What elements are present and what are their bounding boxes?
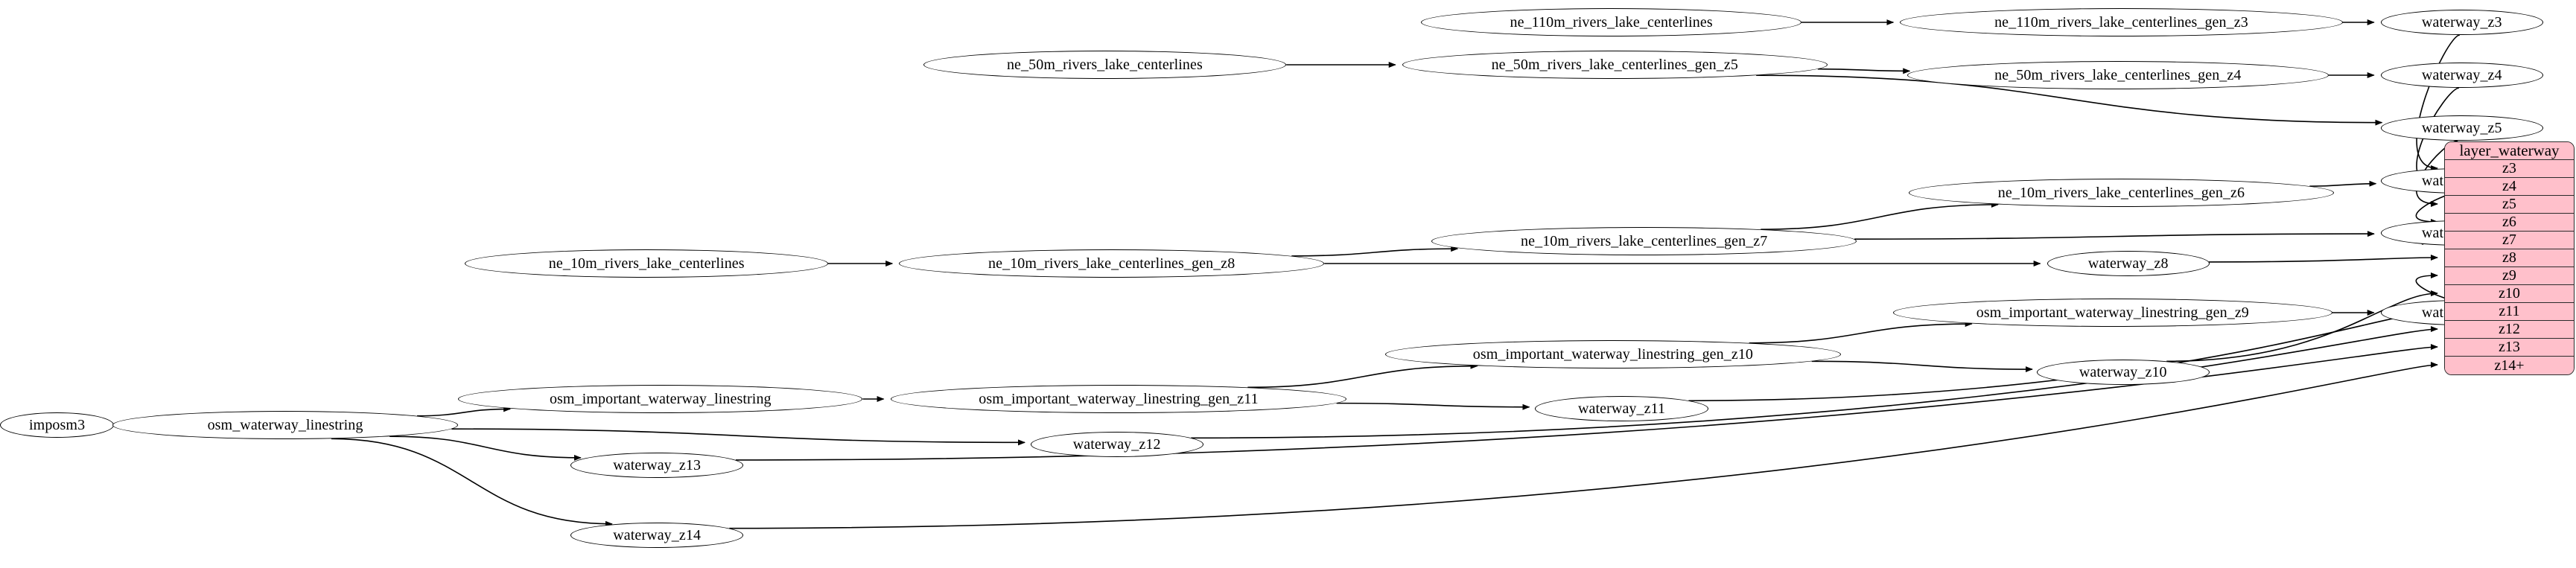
graph-node-osm-important-waterway-linestring-gen-z11[interactable]: osm_important_waterway_linestring_gen_z1… [890, 385, 1347, 413]
record-row-z12[interactable]: z12 [2445, 321, 2574, 339]
graph-edge [1761, 201, 1999, 230]
graph-edge [1854, 231, 2375, 240]
graph-edge [1811, 360, 2033, 373]
record-row-z4[interactable]: z4 [2445, 178, 2574, 196]
graph-edge [735, 344, 2438, 461]
graph-node-waterway-z8[interactable]: waterway_z8 [2047, 251, 2210, 276]
graph-node-ne-10m-rivers-lake-centerlines-gen-z6[interactable]: ne_10m_rivers_lake_centerlines_gen_z6 [1908, 179, 2334, 207]
graph-node-waterway-z11[interactable]: waterway_z11 [1535, 396, 1708, 421]
graph-node-waterway-z13[interactable]: waterway_z13 [570, 453, 744, 478]
graph-node-ne-10m-rivers-lake-centerlines-gen-z8[interactable]: ne_10m_rivers_lake_centerlines_gen_z8 [899, 249, 1325, 278]
record-title: layer_waterway [2445, 142, 2574, 160]
graph-node-osm-important-waterway-linestring[interactable]: osm_important_waterway_linestring [458, 385, 863, 413]
record-row-z3[interactable]: z3 [2445, 160, 2574, 178]
record-row-z14plus[interactable]: z14+ [2445, 357, 2574, 374]
record-row-z10[interactable]: z10 [2445, 285, 2574, 303]
graph-node-waterway-z10[interactable]: waterway_z10 [2036, 360, 2210, 385]
graph-node-ne-110m-rivers-lake-centerlines-gen-z3[interactable]: ne_110m_rivers_lake_centerlines_gen_z3 [1900, 8, 2343, 36]
graph-edge [2416, 34, 2461, 171]
record-row-z9[interactable]: z9 [2445, 267, 2574, 285]
graph-node-waterway-z3[interactable]: waterway_z3 [2380, 10, 2543, 35]
graph-edge [389, 435, 582, 461]
graph-node-waterway-z5[interactable]: waterway_z5 [2380, 115, 2543, 141]
graph-edge [1191, 326, 2438, 439]
graph-node-ne-50m-rivers-lake-centerlines-gen-z5[interactable]: ne_50m_rivers_lake_centerlines_gen_z5 [1402, 51, 1828, 79]
graph-edge [417, 406, 512, 417]
graph-edge [1817, 68, 1911, 74]
graph-node-waterway-z14[interactable]: waterway_z14 [570, 523, 744, 548]
graph-edge [1247, 363, 1478, 389]
record-row-z7[interactable]: z7 [2445, 232, 2574, 249]
record-row-z6[interactable]: z6 [2445, 214, 2574, 232]
graph-node-waterway-z4[interactable]: waterway_z4 [2380, 63, 2543, 88]
record-row-z13[interactable]: z13 [2445, 339, 2574, 357]
graph-edge [1291, 246, 1459, 257]
graph-node-ne-10m-rivers-lake-centerlines-gen-z7[interactable]: ne_10m_rivers_lake_centerlines_gen_z7 [1431, 227, 1857, 255]
graph-edge [331, 438, 613, 527]
record-row-z5[interactable]: z5 [2445, 196, 2574, 214]
graph-edge [729, 362, 2438, 529]
graph-node-ne-50m-rivers-lake-centerlines-gen-z4[interactable]: ne_50m_rivers_lake_centerlines_gen_z4 [1906, 61, 2329, 89]
graph-node-ne-110m-rivers-lake-centerlines[interactable]: ne_110m_rivers_lake_centerlines [1421, 8, 1801, 36]
graph-node-osm-important-waterway-linestring-gen-z9[interactable]: osm_important_waterway_linestring_gen_z9 [1893, 299, 2332, 327]
record-row-z8[interactable]: z8 [2445, 249, 2574, 267]
graph-node-imposm3[interactable]: imposm3 [0, 412, 115, 438]
graph-edge [1756, 74, 2383, 126]
graph-edge [2309, 180, 2377, 187]
graph-edge [1336, 402, 1530, 410]
graph-node-ne-50m-rivers-lake-centerlines[interactable]: ne_50m_rivers_lake_centerlines [923, 51, 1287, 79]
graph-edge [2166, 290, 2438, 363]
graph-edge [1749, 321, 1973, 344]
graph-edge [451, 428, 1026, 446]
graph-node-osm-waterway-linestring[interactable]: osm_waterway_linestring [112, 411, 459, 439]
record-row-z11[interactable]: z11 [2445, 303, 2574, 321]
graph-node-osm-important-waterway-linestring-gen-z10[interactable]: osm_important_waterway_linestring_gen_z1… [1384, 340, 1842, 368]
graph-node-ne-10m-rivers-lake-centerlines[interactable]: ne_10m_rivers_lake_centerlines [465, 249, 828, 278]
graph-node-waterway-z12[interactable]: waterway_z12 [1030, 432, 1203, 457]
graph-edge [2209, 255, 2438, 263]
